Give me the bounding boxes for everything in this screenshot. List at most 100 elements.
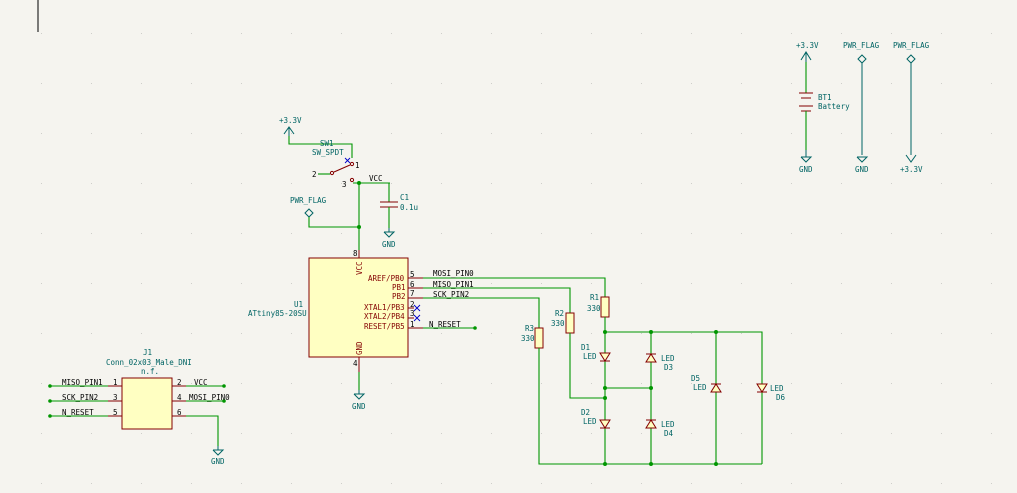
gnd-j1-label: GND — [211, 457, 225, 466]
capacitor-c1[interactable]: C1 0.1u GND — [380, 183, 418, 249]
sw1-ref: SW1 — [320, 139, 334, 148]
led-icon — [710, 383, 722, 393]
c1-ref: C1 — [400, 193, 409, 202]
d6-ref: D6 — [776, 393, 786, 402]
bt1-value: Battery — [818, 102, 850, 111]
battery-bt1[interactable]: +3.3V BT1 Battery GND — [796, 41, 850, 174]
resistor-r2[interactable]: R2 330 — [551, 309, 605, 399]
j1-body — [121, 377, 173, 430]
d1-value: LED — [583, 352, 597, 361]
led-d3[interactable]: LED D3 — [645, 353, 675, 372]
power-3v3-top-label: +3.3V — [279, 116, 302, 125]
switch-contact-icon — [329, 170, 335, 176]
net-end-dot — [473, 326, 477, 330]
gnd-bt-label: GND — [799, 165, 813, 174]
led-d1[interactable]: D1 LED — [581, 343, 611, 362]
bt1-ref: BT1 — [818, 93, 832, 102]
pwr-flag-label-b: PWR_FLAG — [893, 41, 930, 50]
u1-pin-name-5: RESET/PB5 — [364, 322, 405, 331]
j1-left-num-1: 3 — [113, 393, 118, 402]
ground-icon — [856, 156, 869, 163]
power-3v3-bottom-label: +3.3V — [900, 165, 923, 174]
u1-pin-num-4: 3 — [410, 309, 415, 318]
net-sck-label: SCK_PIN2 — [433, 290, 469, 299]
u1-body — [308, 257, 409, 358]
d5-ref: D5 — [691, 374, 700, 383]
pwr-flag-vcc[interactable]: PWR_FLAG — [290, 183, 361, 250]
pwr-flag-label-sw: PWR_FLAG — [290, 196, 327, 205]
sw1-value: SW_SPDT — [312, 148, 344, 157]
r3-value: 330 — [521, 334, 535, 343]
gnd-c1-label: GND — [382, 240, 396, 249]
j1-ref: J1 — [143, 348, 152, 357]
switch-sw1[interactable]: +3.3V SW1 SW_SPDT 2 1 3 VCC — [279, 116, 390, 189]
led-icon — [756, 383, 768, 393]
j1-left-net-1: SCK_PIN2 — [62, 393, 98, 402]
u1-pin-num-0: 5 — [410, 270, 415, 279]
net-mosi-label: MOSI_PIN0 — [433, 269, 474, 278]
resistor-r1[interactable]: R1 330 — [587, 293, 610, 332]
u1-pin-num-3: 2 — [410, 300, 415, 309]
resistor-r3[interactable]: R3 330 — [521, 324, 762, 465]
ground-icon — [800, 156, 813, 163]
j1-right-net-1: MOSI_PIN0 — [189, 393, 230, 402]
j1-right-num-1: 4 — [177, 393, 182, 402]
power-3v3-label: +3.3V — [796, 41, 819, 50]
c1-value: 0.1u — [400, 203, 418, 212]
led-d6[interactable]: LED D6 — [756, 383, 786, 402]
j1-left-net-2: N_RESET — [62, 408, 94, 417]
r1-ref: R1 — [590, 293, 599, 302]
gnd-flag-label: GND — [855, 165, 869, 174]
led-icon — [645, 419, 657, 429]
gnd-u1-label: GND — [352, 402, 366, 411]
u1-ref: U1 — [294, 300, 303, 309]
u1-pin-name-3: XTAL1/PB3 — [364, 303, 405, 312]
pwr-flag-3v3[interactable]: PWR_FLAG +3.3V — [893, 41, 930, 174]
d6-value: LED — [770, 384, 784, 393]
d4-ref: D4 — [664, 429, 674, 438]
u1-pin-name-2: PB2 — [392, 292, 406, 301]
led-d5[interactable]: D5 LED — [691, 374, 722, 393]
power-arrow-down-icon — [905, 154, 917, 163]
led-icon — [599, 419, 611, 429]
led-icon — [599, 352, 611, 362]
ic-u1-attiny85[interactable]: U1 ATtiny85-20SU VCC GND 8 4 GND AREF/PB… — [248, 249, 423, 411]
u1-pin-name-4: XTAL2/PB4 — [364, 312, 405, 321]
net-miso-label: MISO_PIN1 — [433, 280, 474, 289]
r1-value: 330 — [587, 304, 601, 313]
d2-value: LED — [583, 417, 597, 426]
sw1-pin2: 2 — [312, 170, 317, 179]
u1-pin-gnd: GND — [355, 341, 364, 355]
d4-value: LED — [661, 420, 675, 429]
d5-value: LED — [693, 383, 707, 392]
led-icon — [645, 353, 657, 363]
d2-ref: D2 — [581, 408, 590, 417]
sw1-pin3: 3 — [342, 180, 347, 189]
pwr-flag-gnd[interactable]: PWR_FLAG GND — [843, 41, 880, 174]
u1-pin-name-0: AREF/PB0 — [368, 274, 405, 283]
d3-value: LED — [661, 354, 675, 363]
j1-right-num-2: 6 — [177, 408, 182, 417]
j1-left-net-0: MISO_PIN1 — [62, 378, 103, 387]
r2-ref: R2 — [555, 309, 564, 318]
j1-value: Conn_02x03_Male_DNI — [106, 358, 192, 367]
pwr-flag-label-a: PWR_FLAG — [843, 41, 880, 50]
vcc-net-label: VCC — [369, 174, 383, 183]
sw1-pin1: 1 — [355, 161, 360, 170]
net-reset-label: N_RESET — [429, 320, 461, 329]
u1-pin-num-5: 1 — [410, 320, 415, 329]
u1-num-gnd: 4 — [353, 359, 358, 368]
j1-right-net-0: VCC — [194, 378, 208, 387]
u1-pin-name-1: PB1 — [392, 283, 406, 292]
d3-ref: D3 — [664, 363, 673, 372]
led-d2[interactable]: D2 LED — [581, 408, 611, 429]
j1-left-num-0: 1 — [113, 378, 118, 387]
d1-ref: D1 — [581, 343, 590, 352]
led-d4[interactable]: LED D4 — [645, 419, 675, 438]
r3-ref: R3 — [525, 324, 534, 333]
j1-right-num-0: 2 — [177, 378, 182, 387]
connector-j1[interactable]: J1 Conn_02x03_Male_DNI n.f. MISO_PIN1 SC… — [48, 348, 230, 466]
j1-dni: n.f. — [141, 367, 159, 376]
